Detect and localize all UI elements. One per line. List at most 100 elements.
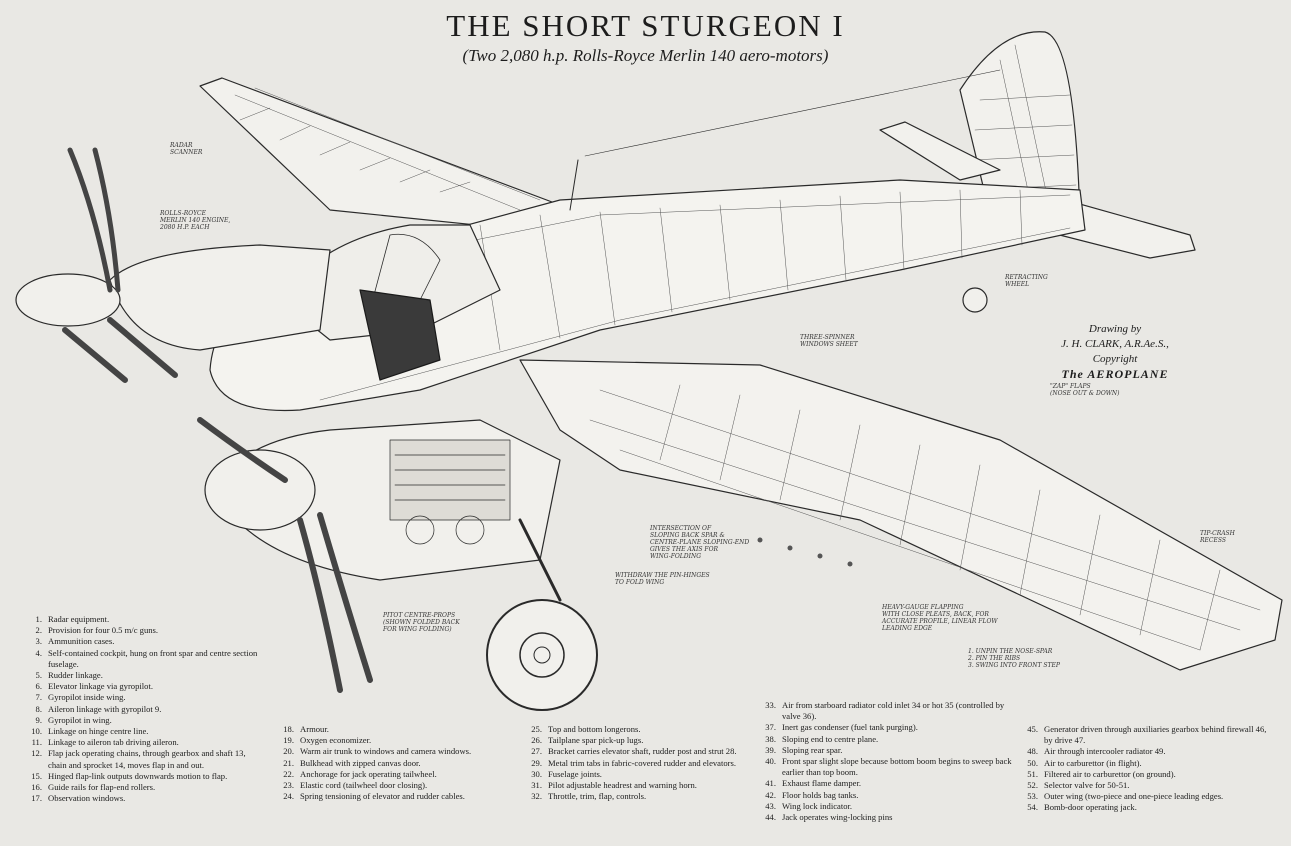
legend-text: Exhaust flame damper. xyxy=(782,778,861,789)
legend-number: 52. xyxy=(1027,780,1038,791)
legend-number: 18. xyxy=(283,724,294,734)
legend-item: 26.Tailplane spar pick-up lugs. xyxy=(520,735,750,746)
legend-item: 25.Top and bottom longerons. xyxy=(520,724,750,735)
legend-item: 5.Rudder linkage. xyxy=(20,670,265,681)
legend-text: Observation windows. xyxy=(48,793,126,804)
callout-three-spinner: THREE-SPINNER WINDOWS SHEET xyxy=(800,334,858,348)
legend-text: Self-contained cockpit, hung on front sp… xyxy=(48,647,258,669)
legend-item: 1.Radar equipment. xyxy=(20,614,265,625)
legend-number: 43. xyxy=(765,800,776,811)
legend-item: 38. Sloping end to centre plane. xyxy=(754,734,1014,745)
credit-line-2: J. H. CLARK, A.R.Ae.S., xyxy=(1061,338,1169,350)
legend-text: Bracket carries elevator shaft, rudder p… xyxy=(548,746,737,757)
legend-text: Wing lock indicator. xyxy=(782,800,853,811)
credit-line-3: Copyright xyxy=(1092,353,1138,365)
legend-number: 3. xyxy=(35,636,42,647)
legend-text: Hinged flap-link outputs downwards motio… xyxy=(48,770,228,781)
legend-number: 30. xyxy=(531,768,542,779)
legend-item: 11.Linkage to aileron tab driving ailero… xyxy=(20,737,265,748)
legend-text: Guide rails for flap-end rollers. xyxy=(48,782,156,793)
legend-item: 8.Aileron linkage with gyropilot 9. xyxy=(20,704,265,715)
legend-text: Inert gas condenser (fuel tank purging). xyxy=(782,722,918,733)
legend-item: 4.Self-contained cockpit, hung on front … xyxy=(20,648,265,670)
callout-pin-hinges: WITHDRAW THE PIN-HINGES TO FOLD WING xyxy=(615,572,710,586)
legend-number: 16. xyxy=(31,782,42,793)
legend-number: 2. xyxy=(35,625,42,636)
legend-number: 8. xyxy=(35,703,42,714)
legend-number: 53. xyxy=(1027,791,1038,802)
legend-text: Pilot adjustable headrest and warning ho… xyxy=(548,780,697,791)
legend-number: 44. xyxy=(765,812,776,823)
legend-item: 15. Hinged flap-link outputs downwards mo… xyxy=(20,771,265,782)
port-engine-nacelle xyxy=(109,244,331,351)
legend-item: 54.Bomb-door operating jack. xyxy=(1016,802,1276,813)
legend-column-4: 33.Air from starboard radiator cold inle… xyxy=(754,700,1014,823)
legend-item: 40. Front spar slight slope because botto… xyxy=(754,756,1014,778)
callout-pitot-props: PITOT CENTRE-PROPS (SHOWN FOLDED BACK FO… xyxy=(383,612,460,633)
callout-leading-edge: HEAVY-GAUGE FLAPPING WITH CLOSE PLEATS, … xyxy=(882,604,998,632)
legend-number: 15. xyxy=(31,770,42,781)
legend-item: 39.Sloping rear spar. xyxy=(754,745,1014,756)
legend-item: 2.Provision for four 0.5 m/c guns. xyxy=(20,625,265,636)
port-wing xyxy=(199,77,561,233)
legend-text: Floor holds bag tanks. xyxy=(782,789,859,800)
main-undercarriage-leg xyxy=(518,518,562,602)
callout-fold-steps: 1. UNPIN THE NOSE-SPAR 2. PIN THE RIBS 3… xyxy=(968,648,1060,669)
legend-text: Metal trim tabs in fabric-covered rudder… xyxy=(548,757,737,768)
legend-number: 19. xyxy=(283,735,294,746)
legend-number: 25. xyxy=(531,724,542,734)
legend-number: 23. xyxy=(283,780,294,791)
legend-number: 11. xyxy=(31,737,42,748)
legend-item: 16. Guide rails for flap-end rollers. xyxy=(20,782,265,793)
legend-number: 17. xyxy=(31,793,42,804)
legend-text: Throttle, trim, flap, controls. xyxy=(548,791,647,802)
legend-number: 40. xyxy=(765,756,776,767)
legend-item: 7. Gyropilot inside wing. xyxy=(20,692,265,703)
legend-number: 10. xyxy=(31,726,42,737)
legend-item: 27. Bracket carries elevator shaft, rudde… xyxy=(520,746,750,757)
legend-number: 6. xyxy=(35,681,42,692)
legend-text: Tailplane spar pick-up lugs. xyxy=(548,735,644,746)
legend-number: 1. xyxy=(35,614,42,624)
legend-item: 19. Oxygen economizer. xyxy=(272,735,517,746)
legend-number: 5. xyxy=(35,670,42,681)
legend-number: 32. xyxy=(531,791,542,802)
legend-number: 29. xyxy=(531,757,542,768)
legend-number: 20. xyxy=(283,746,294,757)
legend-number: 42. xyxy=(765,789,776,800)
legend-number: 37. xyxy=(765,722,776,733)
legend-item: 23. Elastic cord (tailwheel door closing)… xyxy=(272,780,517,791)
drawing-credit: Drawing by J. H. CLARK, A.R.Ae.S., Copyr… xyxy=(1030,322,1200,382)
callout-radar-scanner: RADAR SCANNER xyxy=(170,142,203,156)
starboard-wing xyxy=(519,359,1283,671)
legend-text: Gyropilot inside wing. xyxy=(48,692,126,703)
legend-text: Fuselage joints. xyxy=(548,768,602,779)
legend-text: Air to carburettor (in flight). xyxy=(1044,757,1142,768)
legend-item: 30. Fuselage joints. xyxy=(520,769,750,780)
legend-number: 22. xyxy=(283,768,294,779)
legend-item: 42. Floor holds bag tanks. xyxy=(754,790,1014,801)
legend-item: 32. Throttle, trim, flap, controls. xyxy=(520,791,750,802)
legend-text: Sloping end to centre plane. xyxy=(782,733,879,744)
legend-number: 51. xyxy=(1027,768,1038,779)
legend-number: 48. xyxy=(1027,746,1038,757)
legend-item: 17. Observation windows. xyxy=(20,793,265,804)
legend-number: 7. xyxy=(35,692,42,703)
tail-wheel xyxy=(962,287,988,313)
legend-column-1: 1.Radar equipment.2.Provision for four 0… xyxy=(20,614,265,804)
legend-item: 9.Gyropilot in wing. xyxy=(20,715,265,726)
legend-item: 33.Air from starboard radiator cold inle… xyxy=(754,700,1014,722)
legend-text: Oxygen economizer. xyxy=(300,735,372,746)
legend-number: 38. xyxy=(765,733,776,744)
legend-number: 12. xyxy=(31,748,42,759)
callout-engine: ROLLS-ROYCE MERLIN 140 ENGINE, 2080 H.P.… xyxy=(160,210,231,231)
legend-number: 27. xyxy=(531,746,542,757)
legend-item: 52.Selector valve for 50-51. xyxy=(1016,780,1276,791)
legend-text: Spring tensioning of elevator and rudder… xyxy=(300,791,465,802)
legend-text: Front spar slight slope because bottom b… xyxy=(782,756,1012,778)
legend-text: Elastic cord (tailwheel door closing). xyxy=(300,780,428,791)
legend-text: Filtered air to carburettor (on ground). xyxy=(1044,768,1176,779)
legend-text: Armour. xyxy=(300,724,329,734)
legend-text: Bulkhead with zipped canvas door. xyxy=(300,757,421,768)
